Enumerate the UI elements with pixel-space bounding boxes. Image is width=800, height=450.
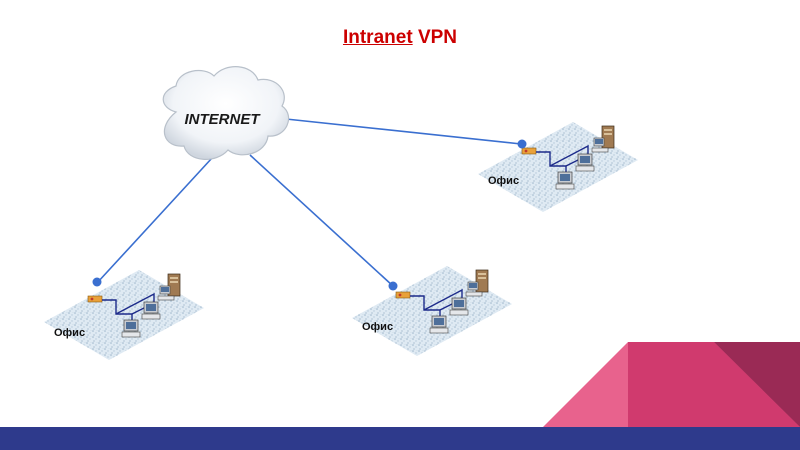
- vpn-node-icon: [92, 277, 102, 287]
- vpn-node-icon: [517, 139, 527, 149]
- office-label: Офис: [488, 175, 519, 187]
- link-internet-office-right: [285, 118, 522, 145]
- internet-label: INTERNET: [185, 111, 262, 128]
- link-internet-office-left: [96, 157, 213, 284]
- title-vpn: VPN: [417, 27, 458, 48]
- slide-title: Intranet VPN: [0, 27, 800, 49]
- office-label: Офис: [54, 327, 85, 339]
- office-label: Офис: [362, 321, 393, 333]
- internet-cloud: INTERNET: [162, 66, 290, 160]
- bottom-bar: [0, 427, 800, 450]
- vpn-node-icon: [388, 281, 398, 291]
- link-internet-office-center: [249, 154, 394, 287]
- office-right: Офис: [477, 121, 639, 213]
- office-left: Офис: [43, 269, 205, 361]
- title-intranet: Intranet: [342, 27, 413, 48]
- office-center: Офис: [351, 265, 513, 357]
